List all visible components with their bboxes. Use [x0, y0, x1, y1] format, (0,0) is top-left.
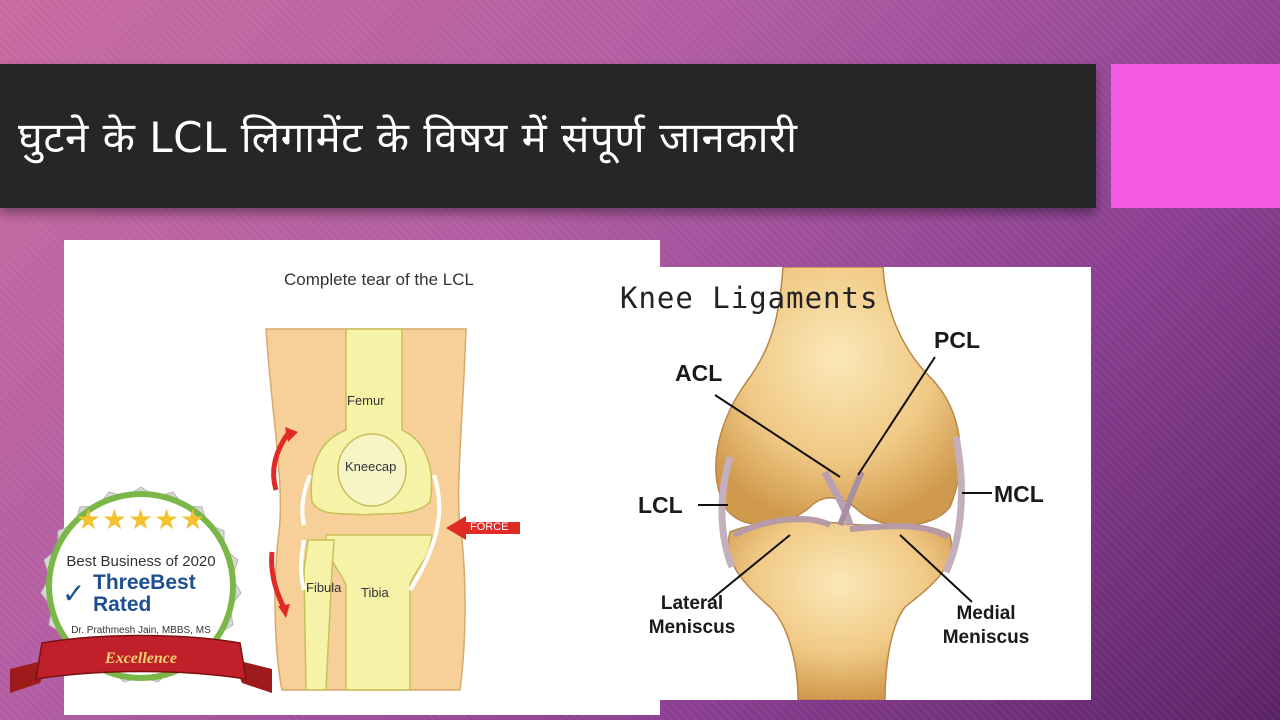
force-label: FORCE: [470, 521, 509, 533]
knee-ligaments-diagram: Knee Ligaments ACL PCL LCL MCL Lateral M…: [600, 267, 1091, 700]
lateral-meniscus-label: Lateral Meniscus: [636, 592, 748, 640]
lateral-label-line1: Lateral: [660, 593, 724, 614]
badge-heading: Best Business of 2020: [66, 553, 216, 570]
badge-stars: ★★★★★: [75, 503, 207, 536]
diagram-caption: Complete tear of the LCL: [284, 270, 474, 289]
fibula-label: Fibula: [306, 580, 342, 595]
mcl-label: MCL: [994, 481, 1044, 507]
title-bar: घुटने के LCL लिगामेंट के विषय में संपूर्…: [0, 64, 1096, 208]
badge-owner: Dr. Prathmesh Jain, MBBS, MS: [71, 625, 211, 636]
accent-box: [1111, 64, 1280, 208]
pcl-label: PCL: [934, 327, 980, 353]
badge-brand-2: Rated: [93, 593, 152, 616]
medial-label-line2: Meniscus: [942, 627, 1030, 648]
diagram-title: Knee Ligaments: [620, 281, 879, 315]
badge-brand-1: ThreeBest: [93, 571, 196, 594]
acl-label: ACL: [675, 360, 723, 386]
slide-title: घुटने के LCL लिगामेंट के विषय में संपूर्…: [18, 112, 798, 162]
lcl-tear-diagram: Complete tear of the LCL Femur Kneecap F…: [64, 240, 660, 715]
kneecap-label: Kneecap: [345, 459, 397, 474]
lcl-label: LCL: [638, 492, 683, 518]
medial-label-line1: Medial: [956, 603, 1016, 624]
knee-anatomy-illustration: [698, 267, 992, 700]
lateral-label-line2: Meniscus: [648, 617, 736, 638]
femur-label: Femur: [347, 393, 385, 408]
checkmark-icon: ✓: [62, 577, 86, 610]
badge-graphic: [10, 486, 272, 693]
knee-illustration: [265, 328, 520, 691]
award-badge: ★★★★★ Best Business of 2020 ThreeBest Ra…: [10, 483, 272, 720]
medial-meniscus-label: Medial Meniscus: [930, 602, 1042, 650]
badge-ribbon-text: Excellence: [105, 650, 177, 667]
tibia-label: Tibia: [361, 585, 389, 600]
